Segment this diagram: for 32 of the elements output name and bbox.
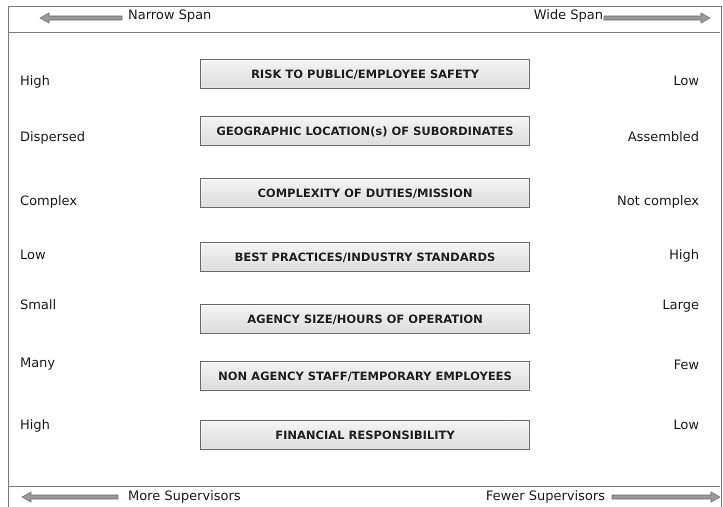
scale-footer: More Supervisors xyxy=(128,489,241,504)
factor-label: AGENCY SIZE/HOURS OF OPERATION xyxy=(247,312,483,326)
scale-value: Dispersed xyxy=(20,130,86,145)
scale-value: High xyxy=(20,418,50,433)
factor-box xyxy=(200,116,530,146)
scale-value: Few xyxy=(674,358,699,373)
factor-label: RISK TO PUBLIC/EMPLOYEE SAFETY xyxy=(251,67,479,81)
scale-value: Small xyxy=(20,298,56,313)
factor-box xyxy=(200,178,530,208)
factor-box xyxy=(200,420,530,450)
scale-value: Low xyxy=(673,418,699,433)
scale-value: Low xyxy=(20,248,46,263)
factor-box xyxy=(200,242,530,272)
scale-value: High xyxy=(669,248,699,263)
scale-value: Low xyxy=(673,74,699,89)
scale-heading: Wide Span xyxy=(534,8,603,23)
factor-label: GEOGRAPHIC LOCATION(s) OF SUBORDINATES xyxy=(216,124,514,138)
scale-value: Many xyxy=(20,356,56,371)
factor-label: BEST PRACTICES/INDUSTRY STANDARDS xyxy=(234,250,496,264)
scale-value: Assembled xyxy=(628,130,699,145)
scale-footer: Fewer Supervisors xyxy=(486,489,605,504)
scale-value: Not complex xyxy=(617,194,699,209)
factor-box xyxy=(200,304,530,334)
factor-label: COMPLEXITY OF DUTIES/MISSION xyxy=(257,186,473,200)
factor-label: FINANCIAL RESPONSIBILITY xyxy=(275,428,455,442)
scale-heading: Narrow Span xyxy=(128,8,212,23)
factor-box xyxy=(200,59,530,89)
scale-value: Large xyxy=(662,298,699,313)
factor-label: NON AGENCY STAFF/TEMPORARY EMPLOYEES xyxy=(218,369,512,383)
scale-value: High xyxy=(20,74,50,89)
factor-box xyxy=(200,361,530,391)
scale-value: Complex xyxy=(20,194,78,209)
